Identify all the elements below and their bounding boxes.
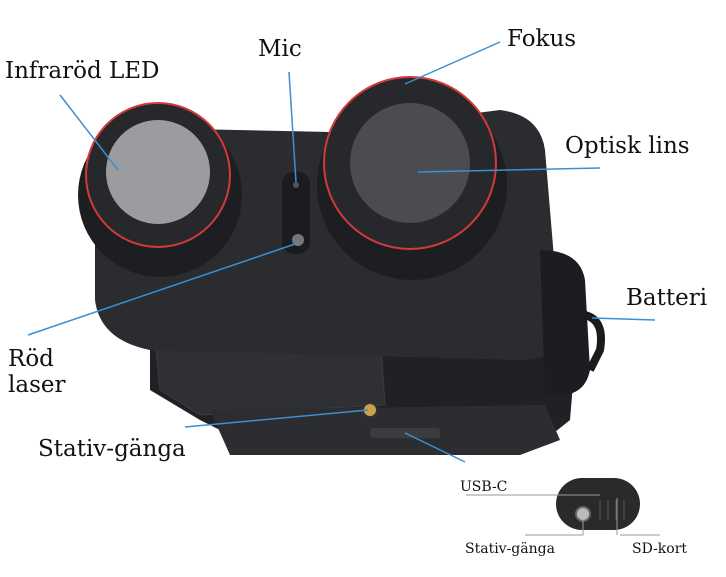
inset-port-slots bbox=[599, 500, 625, 520]
inset-tripod-socket bbox=[575, 506, 591, 522]
inset-label-usb-c: USB-C bbox=[460, 479, 508, 495]
label-focus: Fokus bbox=[507, 26, 577, 52]
battery-strap bbox=[583, 311, 605, 372]
battery-compartment bbox=[540, 250, 590, 395]
leader-lines bbox=[27, 41, 656, 463]
label-mic: Mic bbox=[258, 36, 302, 62]
mic-hole bbox=[293, 182, 299, 188]
label-tripod-thread: Stativ-gänga bbox=[38, 436, 186, 462]
label-red-laser-1: Röd bbox=[8, 346, 54, 372]
label-battery: Batteri bbox=[626, 285, 708, 311]
inset-port-panel bbox=[556, 478, 640, 530]
label-infrared-led: Infraröd LED bbox=[5, 58, 160, 84]
inset-leader-lines bbox=[466, 494, 660, 536]
label-red-laser-2: laser bbox=[8, 372, 66, 398]
inset-label-sd-card: SD-kort bbox=[632, 541, 688, 557]
mic-strip bbox=[282, 172, 310, 254]
right-lens-glass bbox=[350, 103, 470, 223]
left-lens-glass bbox=[106, 120, 210, 224]
inset-label-tripod-thread: Stativ-gänga bbox=[465, 541, 555, 557]
label-optical-lens: Optisk lins bbox=[565, 133, 690, 159]
laser-hole bbox=[292, 234, 304, 246]
